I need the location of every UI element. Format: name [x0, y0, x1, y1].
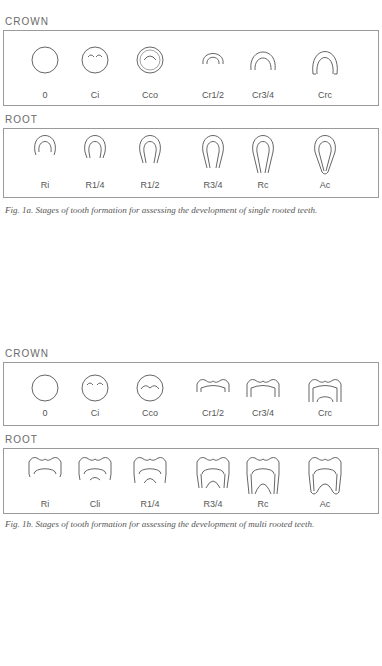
crown-three-quarter	[251, 52, 275, 70]
tooth-drawing	[247, 458, 279, 495]
tooth-drawing	[247, 380, 279, 398]
apex-closed	[309, 458, 341, 495]
panel-heading: ROOT	[5, 434, 38, 446]
tooth-drawing	[82, 47, 108, 73]
stage-label: Rc	[258, 499, 269, 510]
stage-label: Cr3/4	[252, 408, 274, 419]
figure-caption: Fig. 1a. Stages of tooth formation for a…	[5, 205, 375, 216]
single-crown-stages	[32, 47, 337, 74]
crown-stage-panel: CROWN 0 Ci Cco Cr1/2 Cr3/4 Crc	[3, 8, 379, 106]
panel-heading: CROWN	[5, 348, 49, 360]
stage-label: Cr1/2	[202, 408, 224, 419]
stage-label: Crc	[318, 90, 332, 101]
panel-heading: ROOT	[5, 114, 38, 126]
stage-label: Cco	[142, 90, 158, 101]
stage-label: Cr3/4	[252, 90, 274, 101]
stage-label: Ci	[91, 90, 100, 101]
tooth-drawing	[29, 458, 61, 478]
cleft-initiation	[79, 458, 111, 481]
stage-label: R3/4	[203, 180, 222, 191]
root-stage-panel: ROOT Ri Cli R1/4 R3/4 Rc Ac	[3, 428, 379, 514]
crown-half	[197, 380, 229, 393]
tooth-drawing	[203, 136, 224, 169]
crown-three-quarter	[247, 380, 279, 398]
root-stage-panel: ROOT Ri R1/4 R1/2 R3/4 Rc Ac	[3, 112, 379, 198]
crypt-outline	[32, 375, 58, 401]
tooth-drawing	[197, 380, 229, 393]
tooth-drawing	[197, 458, 229, 489]
crypt-outline	[32, 47, 58, 73]
stage-label: Ri	[41, 180, 50, 191]
crypt-inner	[140, 50, 160, 70]
tooth-drawing	[79, 458, 111, 481]
molar-crown-stages	[32, 375, 341, 402]
crypt-outline	[137, 47, 163, 73]
stage-label: Ac	[320, 180, 331, 191]
stage-label: R1/4	[140, 499, 159, 510]
crown-complete	[313, 52, 338, 75]
crown-stage-panel: CROWN 0 Ci Cco Cr1/2 Cr3/4 Crc	[3, 340, 379, 426]
stage-label: Ri	[41, 499, 50, 510]
root-initiation	[35, 136, 56, 156]
root-complete	[247, 458, 279, 495]
tooth-drawing	[35, 136, 56, 156]
stage-label: Crc	[318, 408, 332, 419]
figure-caption: Fig. 1b. Stages of tooth formation for a…	[5, 519, 375, 530]
root-three-quarter	[203, 136, 224, 169]
tooth-drawing	[140, 136, 161, 164]
crypt-outline	[82, 375, 108, 401]
stage-label: R1/2	[140, 180, 159, 191]
crown-complete	[309, 380, 341, 403]
tooth-drawing	[137, 375, 163, 401]
crypt-outline	[82, 47, 108, 73]
tooth-drawing	[253, 136, 274, 174]
root-three-quarter	[197, 458, 229, 489]
tooth-drawing	[313, 52, 338, 75]
tooth-drawing	[203, 54, 223, 65]
stage-label: Ac	[320, 499, 331, 510]
tooth-drawing	[309, 458, 341, 495]
cusp-coalescence	[141, 386, 159, 389]
tooth-drawing	[32, 375, 58, 401]
tooth-drawing	[82, 375, 108, 401]
stage-label: Ci	[91, 408, 100, 419]
tooth-drawing	[134, 458, 166, 484]
root-complete	[253, 136, 274, 174]
root-quarter	[85, 136, 106, 159]
crypt-outline	[137, 375, 163, 401]
tooth-drawing	[85, 136, 106, 159]
tooth-drawing	[315, 136, 336, 175]
crown-half	[203, 54, 223, 65]
stage-label: Rc	[258, 180, 269, 191]
root-initiation	[29, 458, 61, 478]
stage-label: Cli	[90, 499, 101, 510]
molar-root-stages	[29, 458, 341, 495]
stage-label: Cco	[142, 408, 158, 419]
cusp-initiation	[87, 383, 103, 385]
root-half	[140, 136, 161, 164]
tooth-drawing	[137, 47, 163, 73]
tooth-drawing	[309, 380, 341, 403]
cusp-initiation	[88, 55, 102, 57]
single-root-stages	[35, 136, 336, 175]
tooth-drawing	[32, 47, 58, 73]
stage-label: R3/4	[203, 499, 222, 510]
stage-label: Cr1/2	[202, 90, 224, 101]
root-quarter	[134, 458, 166, 484]
stage-label: 0	[42, 408, 47, 419]
apex-closed	[315, 136, 336, 175]
tooth-drawing	[251, 52, 275, 70]
stage-label: R1/4	[85, 180, 104, 191]
panel-heading: CROWN	[5, 16, 49, 28]
cusp-coalescence	[144, 56, 156, 60]
stage-label: 0	[42, 90, 47, 101]
